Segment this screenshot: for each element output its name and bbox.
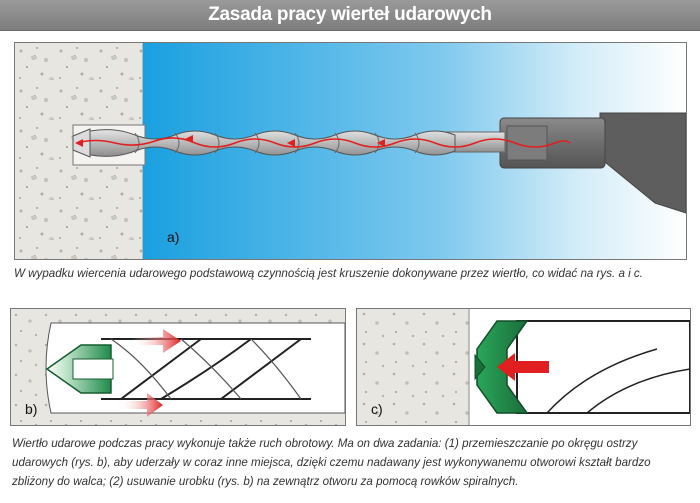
panel-b-label: b) [25,401,38,417]
bottom-caption: Wiertło udarowe podczas pracy wykonuje t… [12,437,651,488]
panel-c-drawing [357,309,690,425]
panel-c-label: c) [371,401,383,417]
panel-b-drawing [11,309,345,425]
panel-a-label: a) [167,229,180,245]
panel-a-caption: W wypadku wiercenia udarowego podstawową… [14,267,643,280]
panel-a: a) [14,42,687,260]
panel-a-drawing [15,43,686,259]
title-bar: Zasada pracy wierteł udarowych [0,0,700,31]
panel-c: c) [356,308,691,426]
panel-b: b) [10,308,346,426]
page-title: Zasada pracy wierteł udarowych [208,4,492,25]
